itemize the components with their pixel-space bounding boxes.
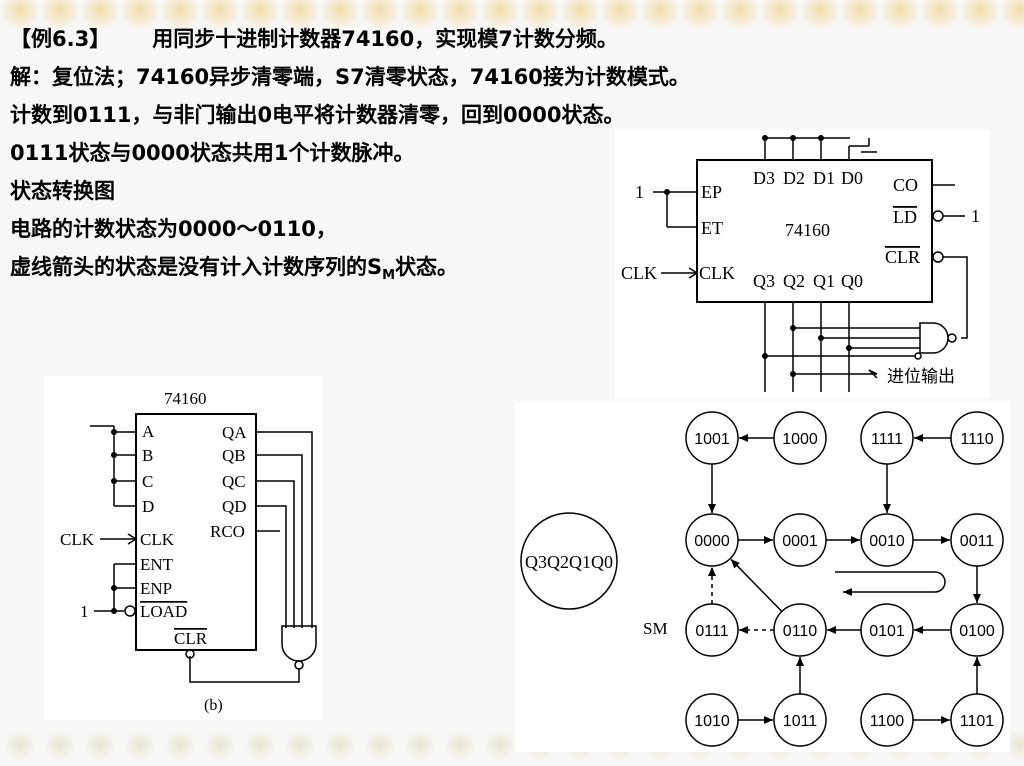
q2-pin: Q2	[783, 271, 805, 291]
co-pin: CO	[893, 175, 918, 195]
state-node-1100: 1100	[860, 693, 914, 747]
pin-qb: QB	[222, 446, 246, 465]
pin-enp: ENP	[140, 579, 172, 598]
svg-text:0100: 0100	[959, 623, 995, 640]
count-states-line: 电路的计数状态为0000～0110，	[10, 217, 337, 241]
pin-rco: RCO	[210, 522, 245, 541]
pin-clk: CLK	[140, 530, 175, 549]
top-dot-row	[0, 0, 1024, 30]
clk-pin: CLK	[699, 263, 735, 283]
circuit-b-panel: 74160 A B C D CLK CLK ENT ENP LOAD 1 CLR…	[44, 376, 322, 720]
example-number: 【例6.3】	[10, 27, 111, 51]
ld-one-label: 1	[971, 206, 980, 226]
ep-one-label: 1	[635, 182, 644, 202]
count-line: 计数到0111，与非门输出0电平将计数器清零，回到0000状态。	[10, 103, 625, 127]
pin-a: A	[142, 422, 155, 441]
pin-d: D	[142, 497, 154, 516]
text-block: 【例6.3】 用同步十进制计数器74160，实现模7计数分频。 解：复位法；741…	[10, 20, 910, 286]
example-title: 用同步十进制计数器74160，实现模7计数分频。	[152, 27, 618, 51]
svg-text:0001: 0001	[782, 533, 818, 550]
svg-text:0011: 0011	[960, 533, 995, 550]
circuit-a-diagram: 1 EP ET CLK CLK 74160 D3 D2 D1 D0 CO LD …	[621, 135, 980, 392]
solution-line: 解：复位法；74160异步清零端，S7清零状态，74160接为计数模式。	[10, 65, 690, 89]
state-node-0101: 0101	[860, 603, 914, 657]
legend-label: Q3Q2Q1Q0	[525, 552, 613, 572]
et-pin: ET	[701, 218, 723, 238]
state-diagram-panel: Q3Q2Q1Q0 SM 1001 1000 1111 1110 0000 0001 0010…	[515, 402, 1010, 752]
state-diagram: Q3Q2Q1Q0 SM 1001 1000 1111 1110 0000 0001 0010…	[520, 411, 1004, 747]
svg-text:1000: 1000	[782, 431, 818, 448]
d0-pin: D0	[841, 168, 863, 188]
state-node-0000: 0000	[685, 513, 739, 567]
ld-pin: LD	[893, 207, 917, 227]
chip-b-name: 74160	[164, 389, 207, 408]
pin-qd: QD	[222, 497, 247, 516]
d3-pin: D3	[753, 168, 775, 188]
svg-text:0010: 0010	[869, 533, 905, 550]
pin-b: B	[142, 446, 153, 465]
state-node-0110: 0110	[773, 603, 827, 657]
carry-output-label: 进位输出	[887, 367, 955, 387]
shared-pulse-line: 0111状态与0000状态共用1个计数脉冲。	[10, 141, 415, 165]
state-node-0010: 0010	[860, 513, 914, 567]
ep-pin: EP	[701, 182, 722, 202]
pin-qa: QA	[222, 423, 247, 442]
pin-c: C	[142, 472, 153, 491]
clr-pin: CLR	[885, 247, 920, 267]
pin-load: LOAD	[140, 602, 187, 621]
transition-0110-to-0000	[730, 558, 783, 612]
svg-text:1011: 1011	[783, 713, 818, 730]
state-diagram-heading: 状态转换图	[10, 179, 115, 203]
pin-qc: QC	[222, 472, 246, 491]
dashed-arrow-line: 虚线箭头的状态是没有计入计数序列的SM状态。	[10, 255, 459, 284]
state-node-0111: 0111	[685, 603, 739, 657]
svg-text:1101: 1101	[960, 713, 995, 730]
svg-text:0101: 0101	[869, 623, 905, 640]
clk-input-label: CLK	[621, 263, 657, 283]
svg-text:1110: 1110	[960, 431, 993, 448]
svg-text:1100: 1100	[870, 713, 905, 730]
svg-text:1001: 1001	[694, 431, 730, 448]
state-node-1110: 1110	[950, 411, 1004, 465]
clk-b-input-label: CLK	[60, 530, 95, 549]
svg-text:0000: 0000	[694, 533, 730, 550]
one-b-label: 1	[80, 602, 89, 621]
state-node-1001: 1001	[685, 411, 739, 465]
state-node-1010: 1010	[685, 693, 739, 747]
circuit-a-panel: 1 EP ET CLK CLK 74160 D3 D2 D1 D0 CO LD …	[615, 130, 990, 398]
figure-caption: (b)	[204, 697, 223, 714]
q3-pin: Q3	[753, 271, 775, 291]
state-node-1101: 1101	[950, 693, 1004, 747]
example-title-line: 【例6.3】 用同步十进制计数器74160，实现模7计数分频。	[10, 20, 910, 58]
d1-pin: D1	[813, 168, 835, 188]
pin-ent: ENT	[140, 555, 174, 574]
state-node-1000: 1000	[773, 411, 827, 465]
svg-text:0110: 0110	[783, 623, 818, 640]
state-node-0011: 0011	[950, 513, 1004, 567]
circuit-b-diagram: 74160 A B C D CLK CLK ENT ENP LOAD 1 CLR…	[60, 389, 317, 714]
q1-pin: Q1	[813, 271, 835, 291]
svg-text:1010: 1010	[694, 713, 730, 730]
q0-pin: Q0	[841, 271, 863, 291]
chip-a-name: 74160	[785, 220, 830, 240]
state-node-1011: 1011	[773, 693, 827, 747]
pin-clr: CLR	[174, 629, 208, 648]
state-node-1111: 1111	[860, 411, 914, 465]
d2-pin: D2	[783, 168, 805, 188]
svg-text:0111: 0111	[695, 623, 728, 640]
state-node-0100: 0100	[950, 603, 1004, 657]
sm-label: SM	[643, 619, 668, 638]
state-node-0001: 0001	[773, 513, 827, 567]
svg-text:1111: 1111	[871, 431, 903, 448]
